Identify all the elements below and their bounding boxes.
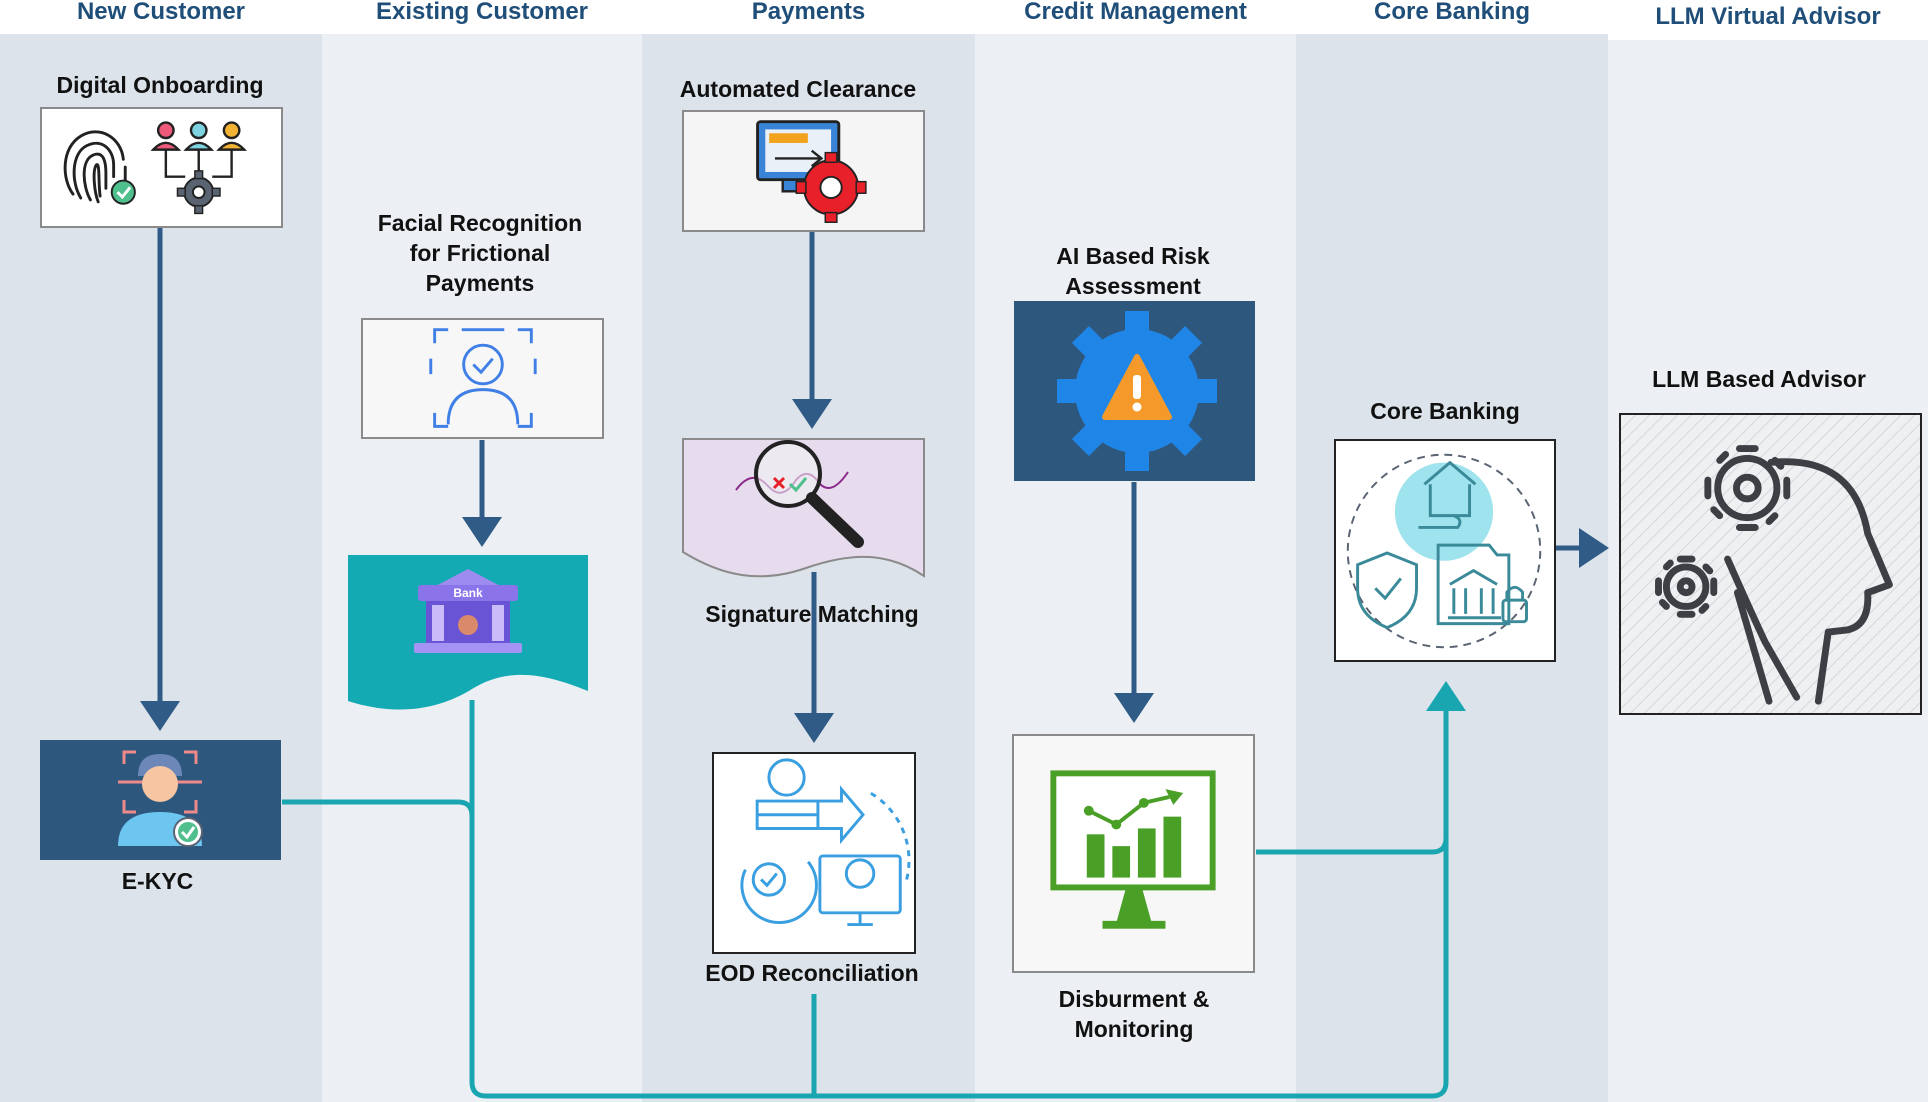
- lane-title-new-customer: New Customer: [76, 0, 246, 25]
- label-eod-reconciliation: EOD Reconciliation: [705, 960, 919, 986]
- label-core-banking: Core Banking: [1370, 398, 1520, 424]
- core-banking-icon: [1346, 453, 1542, 649]
- node-facial-recognition: [361, 318, 604, 439]
- ai-head-gears-icon: [1621, 415, 1920, 713]
- reconciliation-icon: [740, 758, 911, 927]
- lane-title-credit-management: Credit Management: [1024, 0, 1247, 25]
- node-llm-advisor: [1619, 413, 1922, 715]
- fingerprint-users-icon: [63, 121, 247, 215]
- lane-title-payments: Payments: [751, 0, 866, 25]
- magnifier-signature-icon: [682, 438, 925, 578]
- node-ekyc: [40, 740, 281, 860]
- node-disbursement: [1012, 734, 1255, 973]
- label-digital-onboarding: Digital Onboarding: [56, 72, 264, 98]
- label-ai-risk: AI Based Risk Assessment: [1056, 243, 1210, 299]
- label-llm-advisor: LLM Based Advisor: [1652, 366, 1866, 392]
- label-automated-clearance: Automated Clearance: [679, 76, 917, 102]
- lane-title-llm-virtual-advisor: LLM Virtual Advisor: [1655, 3, 1881, 30]
- bank-building-icon: [348, 555, 588, 710]
- lane-title-existing-customer: Existing Customer: [375, 0, 589, 25]
- label-facial-recognition: Facial Recognition for Frictional Paymen…: [377, 210, 583, 296]
- node-bank: Bank: [348, 555, 588, 715]
- node-digital-onboarding: [40, 107, 283, 228]
- gear-warning-icon: [1057, 311, 1217, 471]
- node-signature-matching: [682, 438, 925, 578]
- face-scan-user-icon: [118, 750, 203, 847]
- monitor-chart-icon: [1050, 770, 1216, 929]
- node-eod-reconciliation: [712, 752, 916, 954]
- label-ekyc: E-KYC: [121, 868, 194, 894]
- node-ai-risk: [1014, 301, 1255, 481]
- node-automated-clearance: [682, 110, 925, 232]
- lane-title-core-banking: Core Banking: [1373, 0, 1531, 25]
- label-signature-matching: Signature Matching: [705, 601, 919, 627]
- bank-sign-text: Bank: [453, 586, 483, 600]
- label-disbursement: Disburment & Monitoring: [1058, 986, 1210, 1042]
- face-recognition-icon: [429, 328, 537, 428]
- node-core-banking: [1334, 439, 1556, 662]
- monitor-gear-icon: [756, 120, 867, 223]
